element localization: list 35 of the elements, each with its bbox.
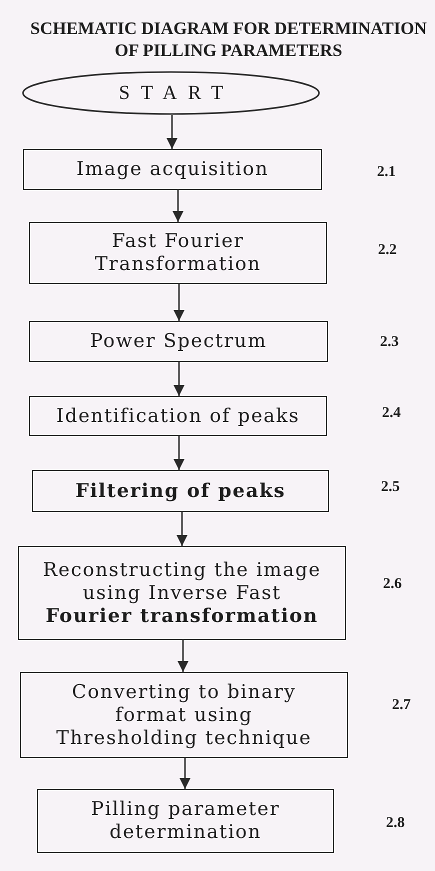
arrow [174,362,184,396]
step-number: 2.7 [392,696,411,714]
step-text: Converting to binary format using Thresholding technique [55,680,313,750]
step-text: Reconstructing the image using Inverse Fast Fourier transformation [42,558,322,628]
arrow [178,640,188,672]
step-text: Filtering of peaks [75,480,286,502]
step-text: Identification of peaks [56,404,300,428]
step-text: Image acquisition [76,158,269,181]
step-number: 2.2 [378,241,397,259]
step-number: 2.3 [380,333,399,351]
arrow [174,436,184,470]
arrow [174,284,184,321]
step-text: Fast Fourier Transformation [94,230,262,276]
arrow [180,758,190,789]
diagram-title: SCHEMATIC DIAGRAM FOR DETERMINATION OF PILLING PARAMETERS [29,17,428,61]
arrow [172,190,184,222]
process-box [32,470,329,512]
start-terminator [22,71,320,115]
process-box [29,321,328,362]
step-number: 2.1 [377,163,396,181]
step-text: Power Spectrum [90,330,267,353]
start-label: START [118,82,234,104]
step-number: 2.4 [382,404,401,422]
step-number: 2.5 [381,478,400,496]
process-box [18,546,346,640]
arrow [166,115,178,149]
arrow [176,512,188,546]
step-number: 2.6 [383,575,402,593]
step-number: 2.8 [386,814,405,832]
process-box [23,149,322,190]
process-box [37,789,334,853]
process-box [29,222,327,284]
process-box [29,396,327,436]
step-text: Pilling parameter determination [90,798,282,844]
process-box [20,672,348,758]
